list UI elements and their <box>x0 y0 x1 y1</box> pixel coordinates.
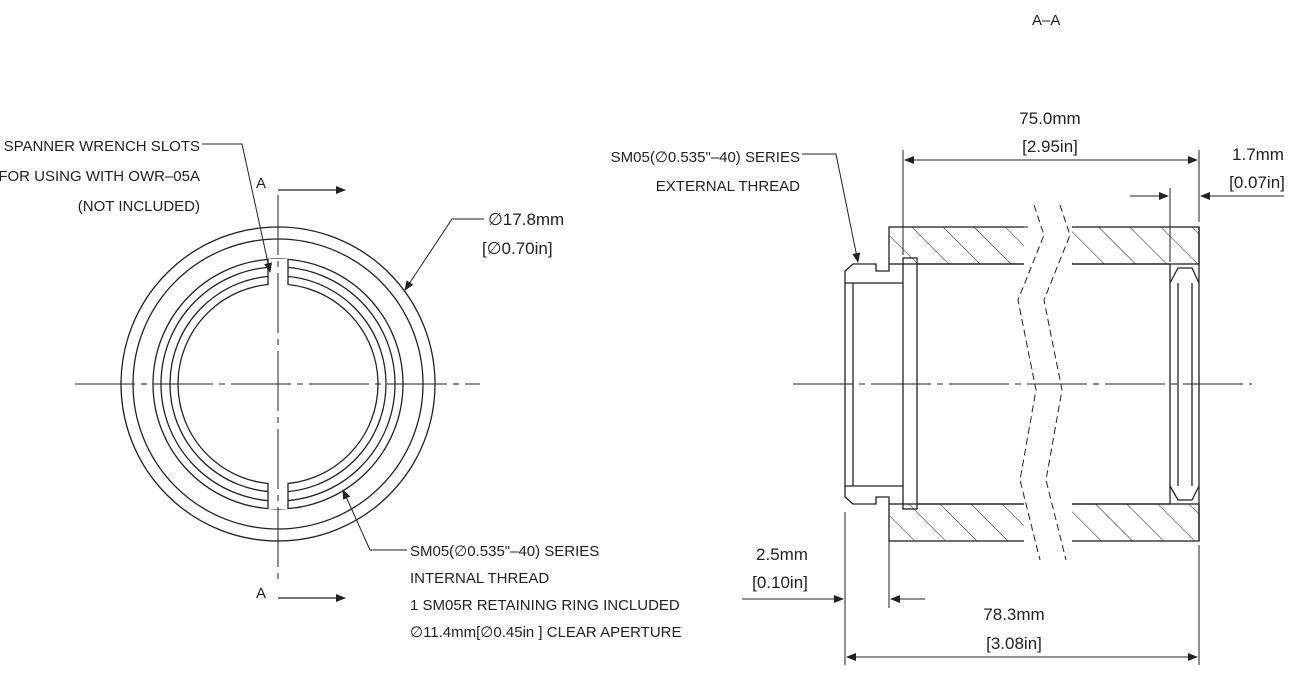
end-recess-in: [0.07in] <box>1229 173 1285 192</box>
body-length-mm: 75.0mm <box>1019 109 1080 128</box>
thread-length-mm: 2.5mm <box>756 545 808 564</box>
external-thread-line-1: SM05(∅0.535"–40) SERIES <box>611 149 800 166</box>
spanner-leader <box>202 143 272 273</box>
spanner-note-line-1: SPANNER WRENCH SLOTS <box>4 138 200 155</box>
body-length-in: [2.95in] <box>1022 137 1078 156</box>
internal-thread-leader <box>342 489 407 551</box>
outer-diameter-in: [∅0.70in] <box>482 239 553 258</box>
external-thread-leader <box>802 153 861 263</box>
overall-length-in: [3.08in] <box>986 634 1042 653</box>
external-thread-note: SM05(∅0.535"–40) SERIES EXTERNAL THREAD <box>611 149 861 263</box>
section-view <box>793 200 1252 568</box>
right-ring-bottom <box>1169 485 1200 501</box>
spanner-note-line-2: FOR USING WITH OWR–05A <box>0 168 200 185</box>
spanner-note: SPANNER WRENCH SLOTS FOR USING WITH OWR–… <box>0 138 272 273</box>
external-thread-line-2: EXTERNAL THREAD <box>656 178 800 195</box>
body-length-dim: 75.0mm [2.95in] <box>902 109 1200 255</box>
break-line-left <box>1017 204 1045 561</box>
outer-diameter-dim: ∅17.8mm [∅0.70in] <box>404 210 564 291</box>
right-ring-top <box>1169 267 1200 284</box>
end-recess-mm: 1.7mm <box>1232 145 1284 164</box>
front-view: A A <box>75 175 480 602</box>
internal-thread-line-2: INTERNAL THREAD <box>410 570 549 587</box>
internal-thread-line-3: 1 SM05R RETAINING RING INCLUDED <box>410 597 680 614</box>
section-title: A–A <box>1032 12 1060 29</box>
outer-diameter-leader <box>404 218 484 291</box>
break-line-right <box>1043 204 1071 561</box>
overall-length-dim: 78.3mm [3.08in] <box>846 545 1200 665</box>
thread-length-in: [0.10in] <box>752 573 808 592</box>
internal-thread-note: SM05(∅0.535"–40) SERIES INTERNAL THREAD … <box>342 489 682 641</box>
internal-thread-line-4: ∅11.4mm[∅0.45in ] CLEAR APERTURE <box>410 624 682 641</box>
outer-diameter-mm: ∅17.8mm <box>488 210 564 229</box>
internal-thread-line-1: SM05(∅0.535"–40) SERIES <box>410 543 599 560</box>
section-mark-bottom: A <box>256 585 266 602</box>
overall-length-mm: 78.3mm <box>983 605 1044 624</box>
section-mark-top: A <box>256 175 266 192</box>
thread-length-dim: 2.5mm [0.10in] <box>742 510 925 665</box>
spanner-note-line-3: (NOT INCLUDED) <box>78 198 200 215</box>
end-recess-dim: 1.7mm [0.07in] <box>1130 145 1285 262</box>
